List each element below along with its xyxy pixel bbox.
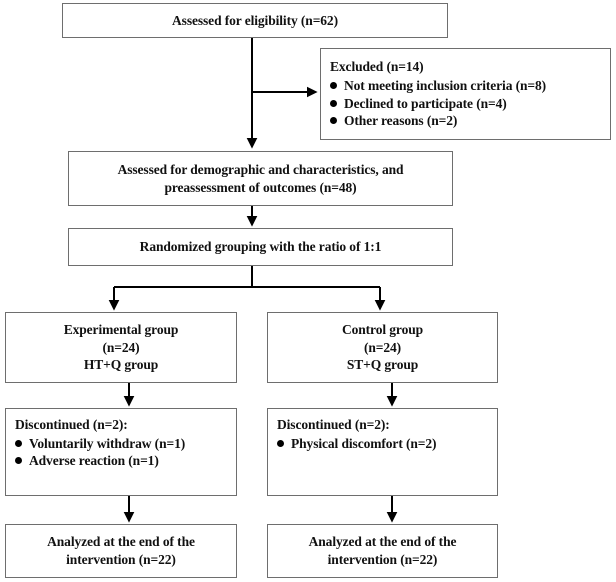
node-control-group[interactable]: Control group (n=24) ST+Q group xyxy=(267,312,498,383)
experimental-discontinued-item-1-label: Adverse reaction (n=1) xyxy=(29,453,159,469)
experimental-discontinued-item-1: Adverse reaction (n=1) xyxy=(6,452,159,470)
bullet-icon xyxy=(330,81,337,89)
node-experimental-discontinued[interactable]: Discontinued (n=2): Voluntarily withdraw… xyxy=(5,408,237,496)
excluded-item-1-label: Declined to participate (n=4) xyxy=(344,95,507,111)
control-group-line-1: Control group xyxy=(341,322,424,338)
bullet-icon xyxy=(15,457,22,465)
experimental-analyzed-line-2: intervention (n=22) xyxy=(66,552,176,567)
excluded-header: Excluded (n=14) xyxy=(330,59,424,75)
experimental-group-line-1: Experimental group xyxy=(63,322,179,338)
bullet-icon xyxy=(277,439,284,447)
randomization-label: Randomized grouping with the ratio of 1:… xyxy=(139,239,382,255)
excluded-item-2-label: Other reasons (n=2) xyxy=(344,113,458,129)
excluded-item-0: Not meeting inclusion criteria (n=8) xyxy=(321,77,546,95)
control-discontinued-item-0: Physical discomfort (n=2) xyxy=(268,435,437,453)
bullet-icon xyxy=(330,117,337,125)
experimental-discontinued-header: Discontinued (n=2): xyxy=(15,417,128,432)
assessment-line-2: preassessment of outcomes (n=48) xyxy=(164,179,357,195)
excluded-item-0-label: Not meeting inclusion criteria (n=8) xyxy=(344,77,547,93)
control-discontinued-item-0-label: Physical discomfort (n=2) xyxy=(291,435,437,451)
excluded-item-2: Other reasons (n=2) xyxy=(321,112,457,130)
node-enrollment[interactable]: Assessed for eligibility (n=62) xyxy=(62,3,448,38)
experimental-analyzed-line-1: Analyzed at the end of the xyxy=(47,534,195,550)
control-group-line-3: ST+Q group xyxy=(346,357,419,373)
node-control-analyzed[interactable]: Analyzed at the end of the intervention … xyxy=(267,524,498,578)
assessment-line-1: Assessed for demographic and characteris… xyxy=(117,161,404,177)
node-randomization[interactable]: Randomized grouping with the ratio of 1:… xyxy=(68,228,453,266)
bullet-icon xyxy=(15,439,22,447)
enrollment-label: Assessed for eligibility (n=62) xyxy=(172,12,338,28)
node-assessment[interactable]: Assessed for demographic and characteris… xyxy=(68,151,453,206)
control-discontinued-header: Discontinued (n=2): xyxy=(277,417,390,432)
control-group-line-2: (n=24) xyxy=(363,339,402,355)
control-analyzed-line-2: intervention (n=22) xyxy=(327,552,438,567)
bullet-icon xyxy=(330,99,337,107)
experimental-discontinued-item-0-label: Voluntarily withdraw (n=1) xyxy=(29,435,186,451)
excluded-item-1: Declined to participate (n=4) xyxy=(321,95,507,113)
experimental-group-line-3: HT+Q group xyxy=(83,357,159,373)
experimental-discontinued-item-0: Voluntarily withdraw (n=1) xyxy=(6,435,185,453)
control-analyzed-line-1: Analyzed at the end of the xyxy=(308,534,457,550)
node-excluded[interactable]: Excluded (n=14) Not meeting inclusion cr… xyxy=(320,48,611,140)
node-experimental-analyzed[interactable]: Analyzed at the end of the intervention … xyxy=(5,524,237,578)
node-experimental-group[interactable]: Experimental group (n=24) HT+Q group xyxy=(5,312,237,383)
experimental-group-line-2: (n=24) xyxy=(102,339,140,355)
node-control-discontinued[interactable]: Discontinued (n=2): Physical discomfort … xyxy=(267,408,498,496)
